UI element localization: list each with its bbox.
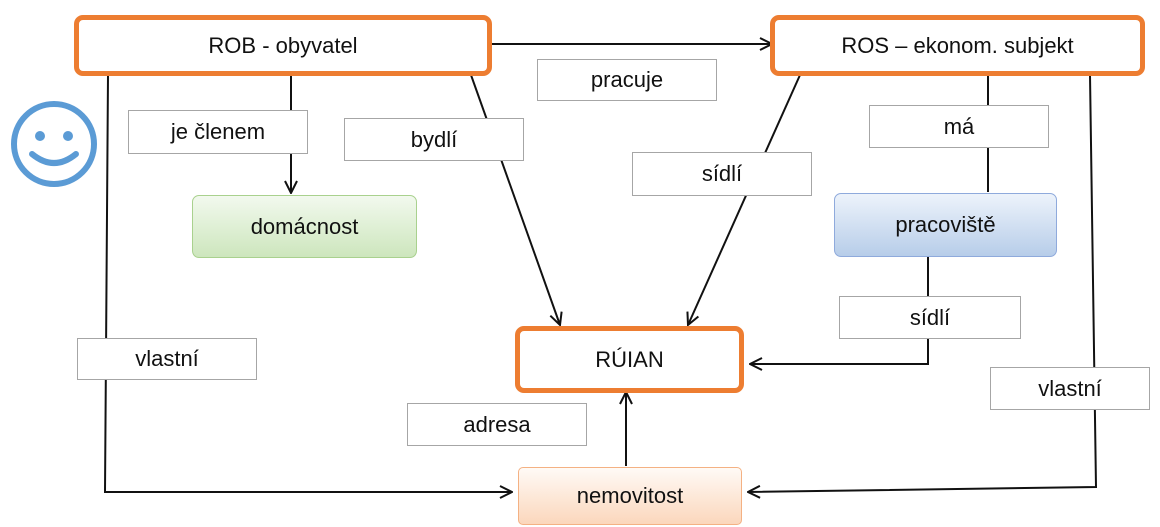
node-rob[interactable]: ROB - obyvatel [74, 15, 492, 76]
node-ros[interactable]: ROS – ekonom. subjekt [770, 15, 1145, 76]
edge-label-sidli-ros: sídlí [632, 152, 812, 196]
node-nemovitost[interactable]: nemovitost [518, 467, 742, 525]
edge-rob-nemovitost [103, 74, 512, 492]
edge-label-adresa: adresa [407, 403, 587, 446]
node-domacnost[interactable]: domácnost [192, 195, 417, 258]
smiley-face-icon [8, 98, 100, 190]
edge-label-sidli-pracoviste: sídlí [839, 296, 1021, 339]
edge-pracoviste-ruian [750, 256, 929, 364]
edge-ros-nemovitost [748, 74, 1098, 492]
node-ruian[interactable]: RÚIAN [515, 326, 744, 393]
edge-rob-ruian [470, 74, 560, 325]
edge-ros-ruian [688, 74, 801, 325]
edge-label-vlastni-rob: vlastní [77, 338, 257, 380]
edge-label-je-clenem: je členem [128, 110, 308, 154]
edge-label-bydli: bydlí [344, 118, 524, 161]
edge-label-pracuje: pracuje [537, 59, 717, 101]
edge-label-vlastni-ros: vlastní [990, 367, 1150, 410]
edge-label-ma: má [869, 105, 1049, 148]
node-pracoviste[interactable]: pracoviště [834, 193, 1057, 257]
